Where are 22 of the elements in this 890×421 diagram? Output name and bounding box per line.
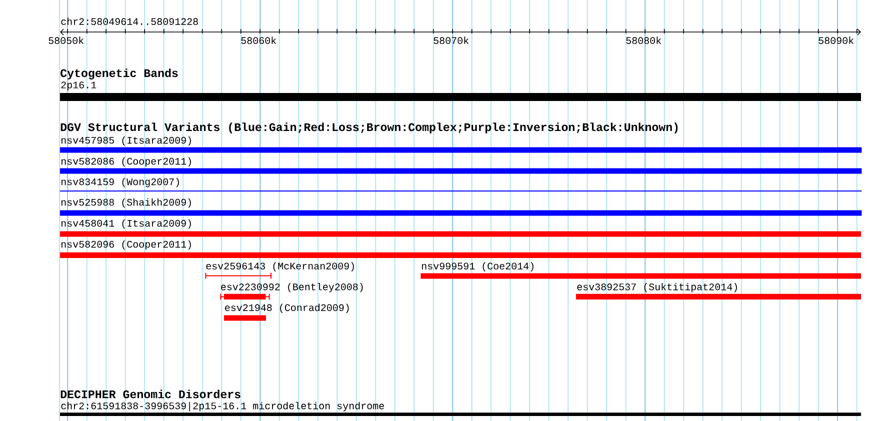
feature-label: nsv834159 (Wong2007) <box>61 178 179 188</box>
feature-label: nsv458041 (Itsara2009) <box>61 219 191 229</box>
tick-label: 58050k <box>48 36 84 44</box>
feature-label: nsv525988 (Shaikh2009) <box>61 198 191 208</box>
feature-label: chr2:61591838-3996539|2p15-16.1 microdeletion syndrome <box>61 402 384 412</box>
coordinate-label: chr2:58049614..58091228 <box>61 18 198 25</box>
track-title: DECIPHER Genomic Disorders <box>60 390 240 398</box>
feature-label: nsv582086 (Cooper2011) <box>61 157 191 167</box>
feature-label: 2p16.1 <box>61 82 96 90</box>
feature-label: nsv457985 (Itsara2009) <box>61 136 191 146</box>
feature-label: esv2596143 (McKernan2009) <box>206 262 354 272</box>
tick-label: 58090k <box>818 36 854 44</box>
tick-label: 58070k <box>434 36 469 44</box>
feature-label: nsv999591 (Coe2014) <box>422 262 534 272</box>
tick-label: 58080k <box>626 36 662 44</box>
track-title: Cytogenetic Bands <box>60 68 178 80</box>
tick-label: 58060k <box>241 36 276 44</box>
feature-label: esv21948 (Conrad2009) <box>225 304 349 314</box>
feature-label: esv2230992 (Bentley2008) <box>221 282 363 292</box>
track-title: DGV Structural Variants (Blue:Gain;Red:Loss;Brown:Complex;Purple:Inversion;Black:Unknown) <box>60 122 678 134</box>
feature-label: esv3892537 (Suktitipat2014) <box>577 282 737 292</box>
feature-label: nsv582096 (Cooper2011) <box>61 240 191 250</box>
